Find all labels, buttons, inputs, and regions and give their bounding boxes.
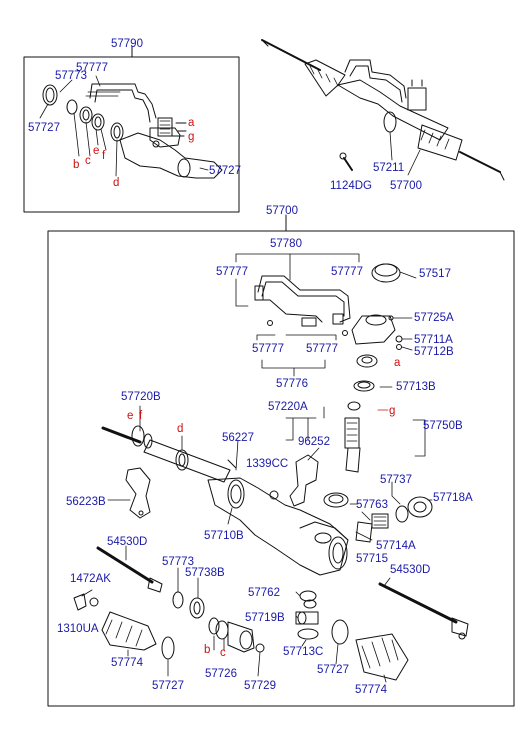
label-57727-left: 57727 [28,122,60,134]
label-57737: 57737 [380,474,412,486]
letter-b-main: b [204,644,211,656]
label-54530d-right: 54530D [390,564,431,576]
label-56227: 56227 [222,432,254,444]
label-57719b: 57719B [245,612,285,624]
label-54530d-left: 54530D [107,536,148,548]
top-assembly-drawing [261,39,505,181]
label-57774-right: 57774 [355,684,387,696]
label-57729: 57729 [244,680,276,692]
main-box-drawing [73,253,469,681]
letter-f-main: f [139,410,143,422]
letter-b: b [73,159,80,171]
label-57711a: 57711A [414,334,453,346]
letter-g-main: g [389,405,396,417]
label-57714a: 57714A [376,540,416,552]
main-box-frame [47,230,515,707]
label-57727-main-right: 57727 [317,664,349,676]
main-box-leaders [81,271,433,683]
label-57777-d: 57777 [306,343,338,355]
label-57738b: 57738B [185,567,225,579]
label-57777-a: 57777 [216,266,248,278]
label-57777-c: 57777 [252,343,284,355]
label-1124dg: 1124DG [330,180,372,192]
letter-e: e [93,145,100,157]
label-57700-main: 57700 [266,205,298,217]
label-1310ua: 1310UA [57,623,99,635]
label-1339cc: 1339CC [246,458,289,470]
label-57700-top: 57700 [390,180,422,192]
label-57727-main-left: 57727 [152,680,184,692]
label-57727-right: 57727 [209,165,241,177]
label-96252: 96252 [298,436,330,448]
letter-e-main: e [127,410,134,422]
letter-d: d [113,177,120,189]
label-57725a: 57725A [414,312,454,324]
label-57776: 57776 [276,378,308,390]
label-57762: 57762 [248,587,280,599]
letter-g: g [188,131,195,143]
label-57517: 57517 [419,268,451,280]
letter-a-main: a [394,357,401,369]
label-57718a: 57718A [433,492,473,504]
label-57712b: 57712B [414,346,454,358]
label-57710b: 57710B [204,530,244,542]
label-57763: 57763 [356,499,388,511]
top-inset-drawing [42,83,223,179]
label-57713b: 57713B [396,381,436,393]
label-57750b: 57750B [423,420,463,432]
label-57790: 57790 [111,38,143,50]
label-57777-b: 57777 [331,266,363,278]
label-57773-main: 57773 [162,556,194,568]
letter-c-main: c [220,647,226,659]
label-57780: 57780 [270,238,302,250]
label-57211: 57211 [373,162,405,174]
label-57773: 57773 [55,70,87,82]
label-57720b: 57720B [121,391,161,403]
label-57777: 57777 [76,62,108,74]
top-inset-leaders [39,75,209,177]
label-56223b: 56223B [66,496,106,508]
label-57713c: 57713C [283,646,324,658]
letter-f: f [102,150,106,162]
label-57220a: 57220A [268,401,308,413]
top-assembly-leaders [389,131,421,176]
letter-a: a [188,117,195,129]
label-57715: 57715 [356,553,388,565]
letter-d-main: d [177,423,184,435]
label-1472ak: 1472AK [70,573,111,585]
label-57774-left: 57774 [111,657,143,669]
letter-c: c [85,155,91,167]
label-57726: 57726 [205,668,237,680]
